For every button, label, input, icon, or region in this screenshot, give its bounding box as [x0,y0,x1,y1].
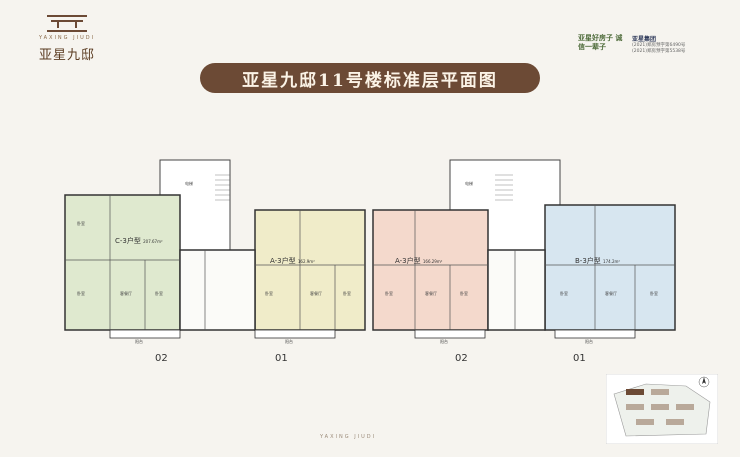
unit-a3-right [372,209,489,331]
svg-text:卧室: 卧室 [77,290,85,296]
license-1: (2021)郑房预字第6490号 [632,43,686,48]
unit-b3 [544,204,676,331]
side-label-4: 01 [573,353,586,364]
unit-label-a3-left: A-3户型 162.9m² [270,256,315,265]
unit-b3-area: 174.2m² [603,259,620,264]
svg-text:卧室: 卧室 [155,290,163,296]
side-label-3: 02 [455,353,468,364]
balcony-a3-left [254,329,336,339]
brand-logo: YAXING JIUDI 亚星九邸 [22,14,112,63]
north-arrow-icon [698,376,710,388]
svg-text:客餐厅: 客餐厅 [605,290,617,296]
svg-text:卧室: 卧室 [460,290,468,296]
balcony-b3 [554,329,636,339]
logo-text-cn: 亚星九邸 [38,48,95,63]
floor-plan: C-3户型 207.67m² A-3户型 162.9m² A-3户型 166.2… [64,159,676,344]
svg-text:卧室: 卧室 [343,290,351,296]
interior-walls [65,195,675,330]
unit-c3-area: 207.67m² [143,239,163,244]
stair-lines-left [215,174,230,201]
unit-c3-name: C-3户型 [115,236,141,245]
slogan: 亚星好房子 诚信一辈子 [578,34,623,51]
balcony-c3 [109,329,181,339]
svg-text:客餐厅: 客餐厅 [310,290,322,296]
unit-label-a3-right: A-3户型 166.29m² [395,256,443,265]
svg-text:卧室: 卧室 [385,290,393,296]
room-labels: 卧室 卧室 客餐厅 卧室 卧室 客餐厅 卧室 卧室 客餐厅 卧室 卧室 客餐厅 … [77,180,658,344]
svg-text:卧室: 卧室 [77,220,85,226]
unit-label-c3: C-3户型 207.67m² [115,236,163,245]
page-title: 亚星九邸11号楼标准层平面图 [242,70,498,91]
svg-text:电梯: 电梯 [185,180,193,186]
logo-text-en: YAXING JIUDI [38,35,96,41]
svg-text:阳台: 阳台 [585,338,593,344]
svg-text:阳台: 阳台 [285,338,293,344]
balcony-a3-right [414,329,486,339]
svg-text:客餐厅: 客餐厅 [425,290,437,296]
side-label-1: 02 [155,353,168,364]
svg-text:客餐厅: 客餐厅 [120,290,132,296]
unit-a3-left-name: A-3户型 [270,256,296,265]
unit-a3-right-name: A-3户型 [395,256,421,265]
site-minimap [606,374,718,444]
group-logo: 亚星集团 (2021)郑房预字第6490号 (2021)郑房预字第5538号 [632,34,716,55]
unit-label-b3: B-3户型 174.2m² [575,256,620,265]
unit-c3 [64,194,181,331]
title-banner: 亚星九邸11号楼标准层平面图 [200,63,540,93]
group-name: 亚星集团 [632,36,657,43]
logo-mark-icon [47,15,87,32]
svg-text:阳台: 阳台 [440,338,448,344]
unit-a3-left [254,209,366,331]
unit-a3-left-area: 162.9m² [298,259,315,264]
unit-connector-right [487,249,546,331]
unit-connector-left [179,249,256,331]
license-2: (2021)郑房预字第5538号 [632,49,686,54]
unit-a3-right-area: 166.29m² [423,259,443,264]
unit-b3-name: B-3户型 [575,256,601,265]
svg-text:电梯: 电梯 [465,180,473,186]
footer-text: YAXING JIUDI [320,434,377,440]
developer-brand: 亚星好房子 诚信一辈子 亚星集团 (2021)郑房预字第6490号 (2021)… [578,32,718,68]
svg-text:阳台: 阳台 [135,338,143,344]
svg-text:卧室: 卧室 [560,290,568,296]
svg-text:卧室: 卧室 [650,290,658,296]
side-label-2: 01 [275,353,288,364]
svg-text:卧室: 卧室 [265,290,273,296]
stair-lines-right [495,174,513,201]
